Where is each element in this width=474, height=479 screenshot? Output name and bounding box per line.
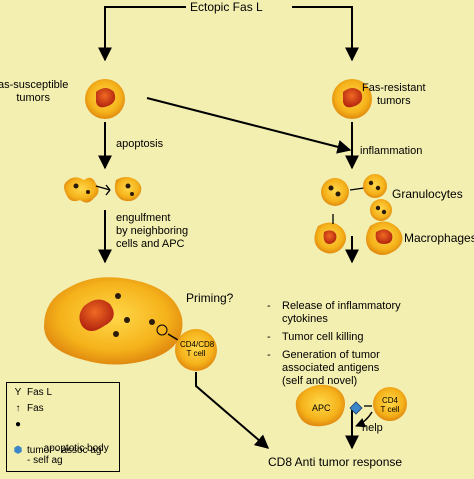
granulocyte-cells [321, 174, 392, 221]
inflammation-label: inflammation [360, 145, 423, 157]
macrophages-label: Macrophages [404, 231, 474, 245]
inflammation-outcomes-list: Release of inflammatory cytokines Tumor … [264, 300, 401, 393]
legend-box: Y Fas L ↑ Fas ● apoptotic body - self ag… [6, 382, 120, 472]
legend-label: Fas L [27, 387, 53, 398]
top-connector [98, 6, 359, 62]
legend-label: apoptotic body - self ag [27, 443, 109, 466]
fas-susceptible-label: as-susceptible tumors [0, 79, 69, 104]
fas-resistant-tumor-cell [332, 79, 372, 119]
fasl-icon: Y [14, 387, 22, 398]
legend-label: tumor - assoc ag [27, 445, 102, 456]
legend-item-fas: ↑ Fas [7, 403, 119, 419]
apoptotic-body-icon: ● [14, 419, 22, 430]
diagram-title: Ectopic Fas L [186, 0, 267, 14]
flow-arrows [98, 122, 359, 450]
crossover-arrow [146, 97, 352, 154]
cd4-t-cell-label: CD4 T cell [380, 396, 400, 414]
cd8-response-label: CD8 Anti tumor response [268, 455, 403, 469]
fas-resistant-label: Fas-resistant tumors [362, 82, 426, 107]
legend-label: Fas [27, 403, 44, 414]
priming-to-cd8-arrow [195, 372, 270, 449]
apc-label: APC [312, 403, 331, 413]
macrophage-cells [314, 214, 403, 255]
apc-cd4-interaction [295, 384, 407, 428]
outcome-item: Generation of tumor associated antigens … [264, 349, 401, 388]
priming-label: Priming? [186, 291, 234, 305]
engulfing-apc-cell [44, 277, 183, 365]
tumor-ag-icon: ⬢ [13, 445, 23, 456]
outcome-item: Release of inflammatory cytokines [264, 300, 401, 326]
help-label: help [362, 422, 383, 434]
outcome-item: Tumor cell killing [264, 331, 401, 344]
granulocytes-label: Granulocytes [392, 187, 463, 201]
legend-item-tumor-ag: ⬢ tumor - assoc ag [7, 445, 119, 461]
t-cell-label: CD4/CD8 T cell [180, 340, 215, 358]
legend-item-apoptotic-body: ● apoptotic body - self ag [7, 419, 119, 466]
engulfment-label: engulfment by neighboring cells and APC [116, 212, 189, 250]
apoptotic-cells [64, 177, 142, 203]
legend-item-fasl: Y Fas L [7, 387, 119, 403]
fas-icon: ↑ [15, 403, 21, 414]
cd4-cd8-t-cell [175, 329, 217, 371]
fas-susceptible-tumor-cell [85, 79, 125, 119]
apoptosis-label: apoptosis [116, 138, 164, 150]
